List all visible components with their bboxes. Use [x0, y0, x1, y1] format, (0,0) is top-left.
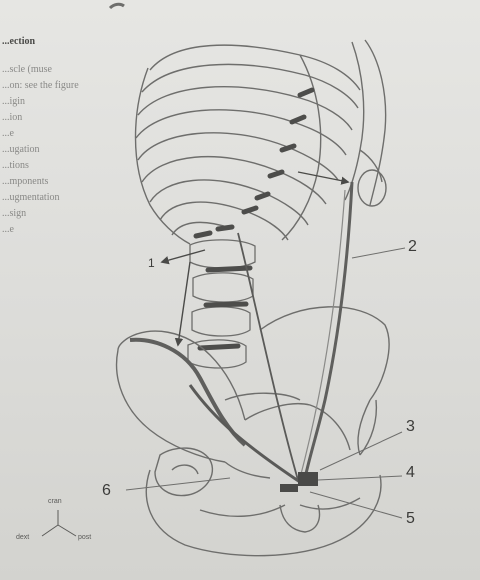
spine-outline — [345, 40, 386, 206]
scan-mark — [110, 4, 124, 8]
inguinal-band — [190, 385, 300, 482]
callout-3: 3 — [406, 418, 415, 436]
muscle-line-2 — [305, 182, 352, 478]
axis-label-up: cran — [48, 498, 62, 505]
callout-4: 4 — [406, 464, 415, 482]
rib-cage — [136, 45, 361, 244]
callout-2: 2 — [408, 238, 417, 256]
insertion-marks — [280, 472, 318, 492]
orientation-axes-graphic — [42, 510, 76, 536]
axis-label-right: post — [78, 534, 91, 541]
callout-1: 1 — [148, 256, 155, 270]
callout-5: 5 — [406, 510, 415, 528]
callout-6: 6 — [102, 482, 111, 500]
axis-label-left: dext — [16, 534, 29, 541]
origin-marks — [196, 90, 312, 348]
